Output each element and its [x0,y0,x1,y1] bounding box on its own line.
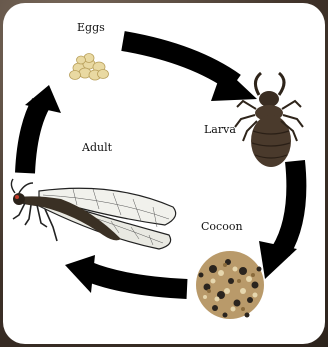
arrow-adult-to-eggs [25,103,41,173]
diagram-graphics [3,3,325,344]
adult-label: Adult [82,141,112,154]
adult-illustration [11,179,175,249]
eggs-illustration [70,54,109,81]
arrow-eggs-to-larva [123,41,235,83]
cocoon-label: Cocoon [201,220,243,233]
larva-label: Larva [204,123,236,136]
larva-illustration [235,73,303,167]
arrow-larva-to-cocoon [281,161,296,251]
life-cycle-diagram: Eggs Larva Cocoon Adult [3,3,325,344]
cocoon-illustration [196,251,264,319]
arrow-cocoon-to-adult [87,271,187,289]
arrow-cocoon-to-adult-head [65,255,95,293]
eggs-label: Eggs [77,21,105,34]
